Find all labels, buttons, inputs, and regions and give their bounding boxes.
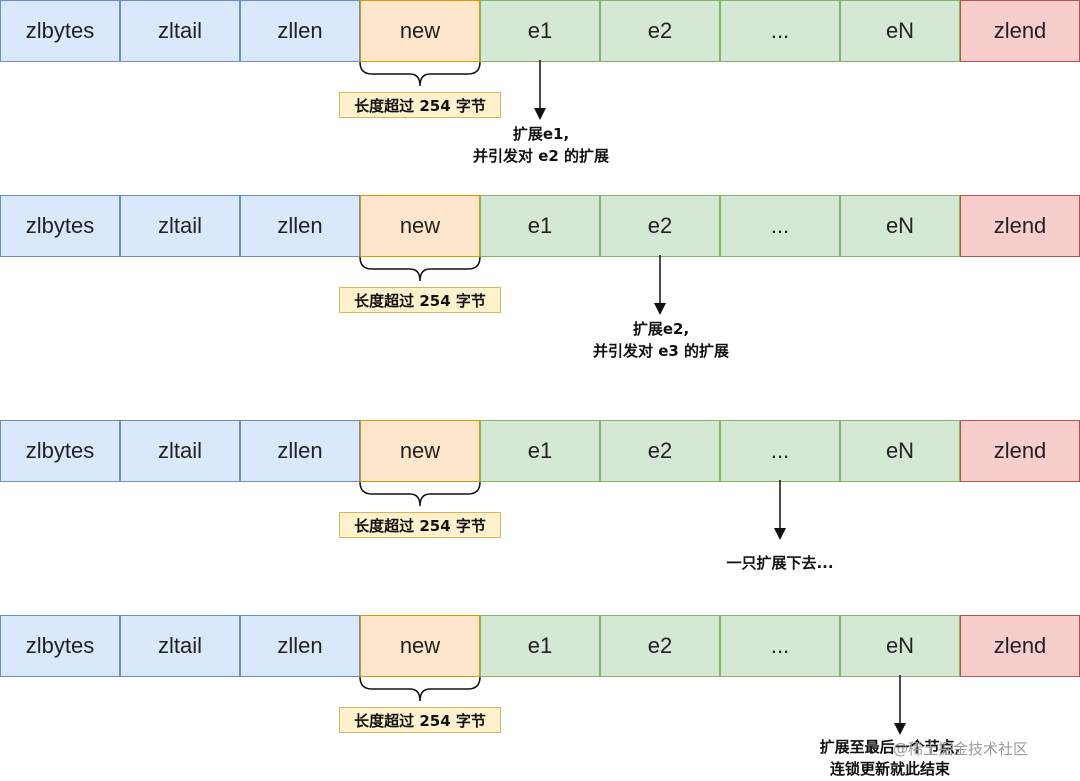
- zlbytes-cell: zlbytes: [0, 195, 120, 257]
- note-row-1-line-2: 并引发对 e2 的扩展: [472, 147, 610, 165]
- new-cell: new: [360, 195, 480, 257]
- zllen-cell: zllen: [240, 420, 360, 482]
- ellipsis-cell: ...: [720, 615, 840, 677]
- zlbytes-cell: zlbytes: [0, 420, 120, 482]
- e1-cell: e1: [480, 0, 600, 62]
- ellipsis-cell: ...: [720, 0, 840, 62]
- new-cell: new: [360, 420, 480, 482]
- zltail-cell: zltail: [120, 195, 240, 257]
- ziplist-row-3: zlbytes zltail zllen new e1 e2 ... eN zl…: [0, 420, 1080, 482]
- size-label-row-1: 长度超过 254 字节: [339, 92, 501, 118]
- ziplist-row-4: zlbytes zltail zllen new e1 e2 ... eN zl…: [0, 615, 1080, 677]
- e2-cell: e2: [600, 195, 720, 257]
- new-cell: new: [360, 0, 480, 62]
- zltail-cell: zltail: [120, 420, 240, 482]
- note-row-4: 扩展至最后一个节点, 连锁更新就此结束: [800, 736, 980, 780]
- zltail-cell: zltail: [120, 615, 240, 677]
- note-row-4-line-2: 连锁更新就此结束: [829, 760, 950, 778]
- note-row-4-line-1: 扩展至最后一个节点,: [819, 738, 961, 756]
- zlend-cell: zlend: [960, 0, 1080, 62]
- e1-cell: e1: [480, 420, 600, 482]
- zlbytes-cell: zlbytes: [0, 0, 120, 62]
- e1-cell: e1: [480, 195, 600, 257]
- eN-cell: eN: [840, 195, 960, 257]
- arrow-row-4: [894, 675, 906, 735]
- ellipsis-cell: ...: [720, 195, 840, 257]
- zltail-cell: zltail: [120, 0, 240, 62]
- note-row-2: 扩展e2, 并引发对 e3 的扩展: [576, 318, 746, 362]
- note-row-1-line-1: 扩展e1,: [512, 125, 570, 143]
- zlend-cell: zlend: [960, 420, 1080, 482]
- zlbytes-cell: zlbytes: [0, 615, 120, 677]
- size-label-row-4: 长度超过 254 字节: [339, 707, 501, 733]
- note-row-2-line-2: 并引发对 e3 的扩展: [592, 342, 730, 360]
- eN-cell: eN: [840, 420, 960, 482]
- brace-row-2: [359, 256, 481, 282]
- size-label-row-2: 长度超过 254 字节: [339, 287, 501, 313]
- arrow-row-1: [534, 60, 546, 120]
- ziplist-row-1: zlbytes zltail zllen new e1 e2 ... eN zl…: [0, 0, 1080, 62]
- arrow-row-2: [654, 255, 666, 315]
- note-row-2-line-1: 扩展e2,: [632, 320, 690, 338]
- ziplist-row-2: zlbytes zltail zllen new e1 e2 ... eN zl…: [0, 195, 1080, 257]
- zlend-cell: zlend: [960, 615, 1080, 677]
- zlend-cell: zlend: [960, 195, 1080, 257]
- eN-cell: eN: [840, 615, 960, 677]
- e2-cell: e2: [600, 0, 720, 62]
- watermark: @稀土掘金技术社区: [893, 740, 1029, 758]
- zllen-cell: zllen: [240, 195, 360, 257]
- zllen-cell: zllen: [240, 615, 360, 677]
- zllen-cell: zllen: [240, 0, 360, 62]
- e1-cell: e1: [480, 615, 600, 677]
- brace-row-1: [359, 61, 481, 87]
- arrow-row-3: [774, 480, 786, 540]
- ellipsis-cell: ...: [720, 420, 840, 482]
- note-row-1: 扩展e1, 并引发对 e2 的扩展: [456, 123, 626, 167]
- eN-cell: eN: [840, 0, 960, 62]
- size-label-row-3: 长度超过 254 字节: [339, 512, 501, 538]
- brace-row-4: [359, 676, 481, 702]
- note-row-3: 一只扩展下去...: [700, 552, 860, 574]
- brace-row-3: [359, 481, 481, 507]
- new-cell: new: [360, 615, 480, 677]
- note-row-3-line-1: 一只扩展下去...: [726, 554, 834, 572]
- e2-cell: e2: [600, 615, 720, 677]
- e2-cell: e2: [600, 420, 720, 482]
